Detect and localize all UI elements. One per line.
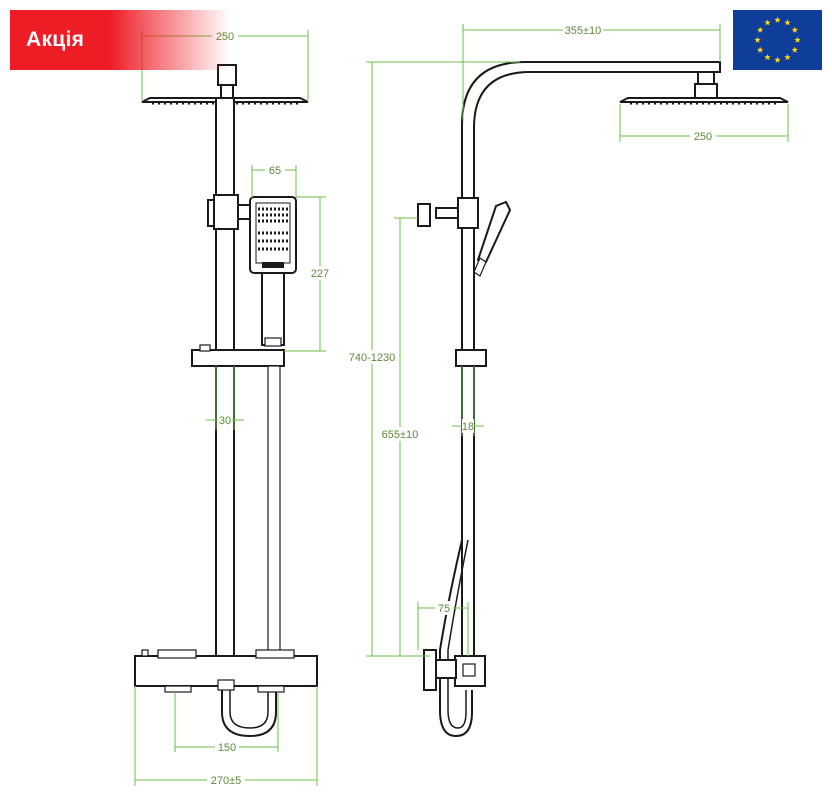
front-hose-loop-inner	[229, 686, 269, 729]
dim-side-arm-length: 355±10	[565, 25, 602, 37]
dim-outlet-spacing: 150	[218, 742, 236, 754]
eu-star	[784, 19, 791, 26]
front-mixer-outlet-right	[257, 685, 285, 693]
side-slide-shelf	[455, 349, 487, 367]
side-handset-head	[476, 200, 512, 264]
side-head-connector	[697, 71, 715, 85]
eu-star	[791, 46, 799, 53]
eu-star	[756, 46, 764, 53]
front-mixer-handle-right	[255, 649, 295, 659]
front-mixer-outlet-left	[164, 685, 192, 693]
eu-star	[791, 26, 799, 33]
eu-star	[774, 56, 781, 63]
side-arm-tube	[461, 61, 721, 351]
eu-star	[774, 16, 781, 23]
front-hose	[267, 365, 281, 657]
side-mixer-square	[462, 663, 476, 677]
front-head-joint	[220, 84, 234, 99]
dim-side-bar-diameter: 18	[462, 421, 474, 433]
side-holder-clamp	[457, 197, 479, 229]
front-bar-connector	[217, 679, 235, 691]
front-hose-loop-outer	[221, 686, 277, 738]
side-holder-arm	[435, 207, 459, 219]
handset-head	[249, 196, 297, 274]
side-valve-stem	[435, 659, 457, 679]
eu-flag-icon	[733, 10, 822, 70]
front-holder-arm	[237, 204, 251, 220]
side-head-joint	[694, 83, 718, 99]
front-mixer-handle-left	[157, 649, 197, 659]
front-lower-bar	[215, 365, 235, 657]
dim-bar-diameter: 30	[219, 415, 231, 427]
side-handset-handle	[473, 257, 487, 277]
dim-handset-width: 65	[269, 165, 281, 177]
front-view	[134, 64, 318, 738]
eu-star	[794, 36, 801, 43]
side-hose-outer	[439, 539, 473, 738]
side-view	[417, 61, 789, 738]
handset-face-pattern	[255, 202, 291, 268]
front-mixer-cap	[141, 649, 149, 657]
eu-star	[756, 26, 764, 33]
side-hose-inner	[447, 539, 469, 729]
front-slide-shelf	[191, 349, 285, 367]
promo-badge-label: Акція	[26, 28, 85, 51]
dim-mixer-spacing: 270±5	[211, 775, 242, 787]
eu-stars	[754, 16, 801, 63]
handset-hose-nut	[264, 337, 282, 347]
front-shelf-cap	[199, 344, 211, 352]
dim-side-head-width: 250	[694, 131, 712, 143]
eu-star	[764, 53, 771, 61]
front-holder-clamp	[213, 194, 239, 230]
eu-star	[764, 19, 771, 26]
side-dimensions: 355±10 250 740-1230 655±10 18 75	[349, 23, 789, 657]
dim-handset-height: 227	[311, 268, 329, 280]
side-rain-head	[619, 97, 789, 103]
eu-star	[784, 53, 791, 61]
dim-valve-depth: 75	[438, 603, 450, 615]
dim-holder-height: 655±10	[382, 429, 419, 441]
handset-handle	[261, 272, 285, 346]
dim-height-range: 740-1230	[349, 352, 396, 364]
side-holder-knob	[417, 203, 431, 227]
eu-star	[754, 36, 761, 43]
promo-badge[interactable]: Акція	[10, 10, 230, 70]
